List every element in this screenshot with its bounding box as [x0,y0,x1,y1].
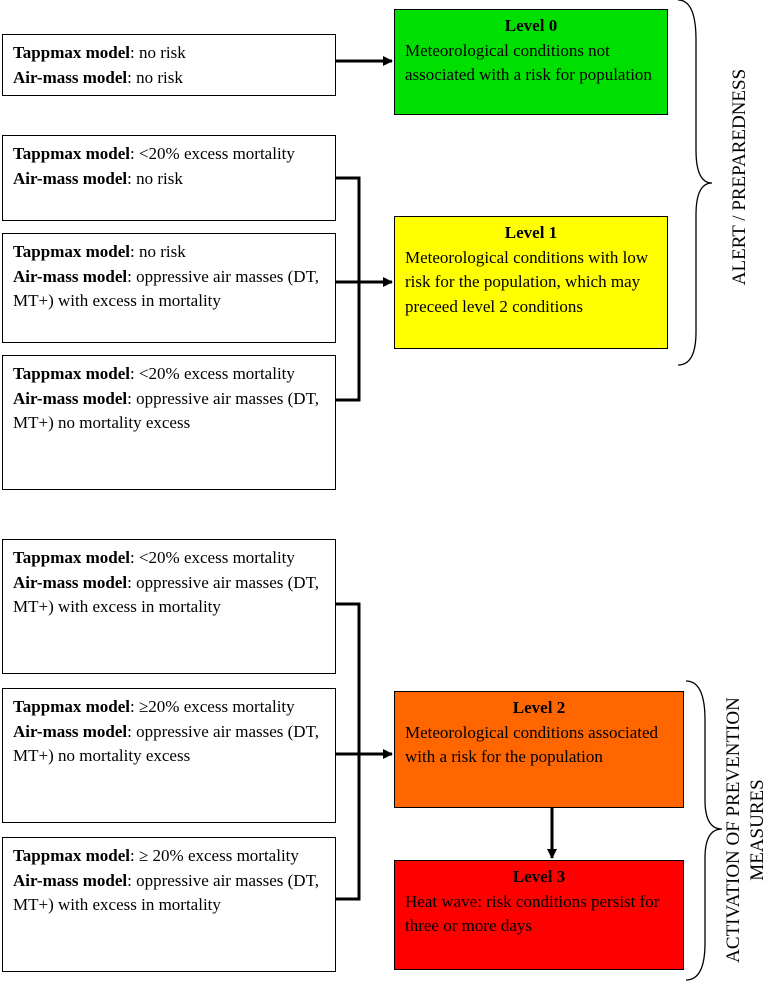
activation-label-line2: MEASURES [747,779,768,881]
level-0-box: Level 0 Meteorological conditions not as… [394,9,668,115]
model-value: : <20% excess mortality [129,144,295,163]
level-2-box: Level 2 Meteorological conditions associ… [394,691,684,808]
model-name: Tappmax model [13,697,130,716]
level-title: Level 0 [504,16,558,35]
activation-prevention-label: ACTIVATION OF PREVENTION MEASURES [722,680,770,980]
model-name: Air-mass model [13,67,128,87]
model-name: Air-mass model [13,388,128,408]
criteria-box-3: Tappmax model: no risk Air-mass model: o… [2,233,336,343]
brace-activation [685,680,723,981]
model-name: Air-mass model [13,266,128,286]
model-value: : ≥20% excess mortality [129,697,295,716]
model-value: : no risk [129,242,186,261]
level-description: Meteorological conditions not associated… [405,40,652,85]
model-name: Air-mass model [13,572,128,592]
model-value: : <20% excess mortality [129,364,295,383]
criteria-box-5: Tappmax model: <20% excess mortality Air… [2,539,336,674]
level-title: Level 3 [512,867,566,886]
model-value: : oppressive air masses (DT, MT+) with e… [13,266,319,311]
bracket-level-1 [336,176,361,402]
model-name: Tappmax model [13,846,130,865]
level-title: Level 2 [512,698,566,717]
model-name: Tappmax model [13,364,130,383]
criteria-box-6: Tappmax model: ≥20% excess mortality Air… [2,688,336,823]
model-name: Air-mass model [13,721,128,741]
model-value: : oppressive air masses (DT, MT+) no mor… [13,721,319,766]
brace-alert [677,0,713,366]
model-value: : oppressive air masses (DT, MT+) with e… [13,870,319,915]
criteria-box-4: Tappmax model: <20% excess mortality Air… [2,355,336,490]
model-value: : ≥ 20% excess mortality [129,846,299,865]
model-name: Tappmax model [13,144,130,163]
level-description: Heat wave: risk conditions persist for t… [405,891,660,936]
criteria-box-2: Tappmax model: <20% excess mortality Air… [2,135,336,221]
bracket-level-2 [336,602,361,901]
model-name: Tappmax model [13,242,130,261]
model-value: : no risk [129,43,186,62]
model-name: Tappmax model [13,43,130,62]
criteria-box-7: Tappmax model: ≥ 20% excess mortality Ai… [2,837,336,972]
model-value: : oppressive air masses (DT, MT+) no mor… [13,388,319,433]
model-value: : <20% excess mortality [129,548,295,567]
level-1-box: Level 1 Meteorological conditions with l… [394,216,668,349]
alert-preparedness-label: ALERT / PREPAREDNESS [729,68,750,286]
level-description: Meteorological conditions with low risk … [405,247,649,316]
model-value: : oppressive air masses (DT, MT+) with e… [13,572,319,617]
activation-label-line1: ACTIVATION OF PREVENTION [723,697,744,963]
model-value: : no risk [127,67,183,87]
criteria-box-1: Tappmax model: no risk Air-mass model: n… [2,34,336,96]
model-name: Air-mass model [13,168,128,188]
model-value: : no risk [127,168,183,188]
model-name: Air-mass model [13,870,128,890]
level-3-box: Level 3 Heat wave: risk conditions persi… [394,860,684,970]
level-title: Level 1 [504,223,558,242]
level-description: Meteorological conditions associated wit… [405,722,659,767]
model-name: Tappmax model [13,548,130,567]
